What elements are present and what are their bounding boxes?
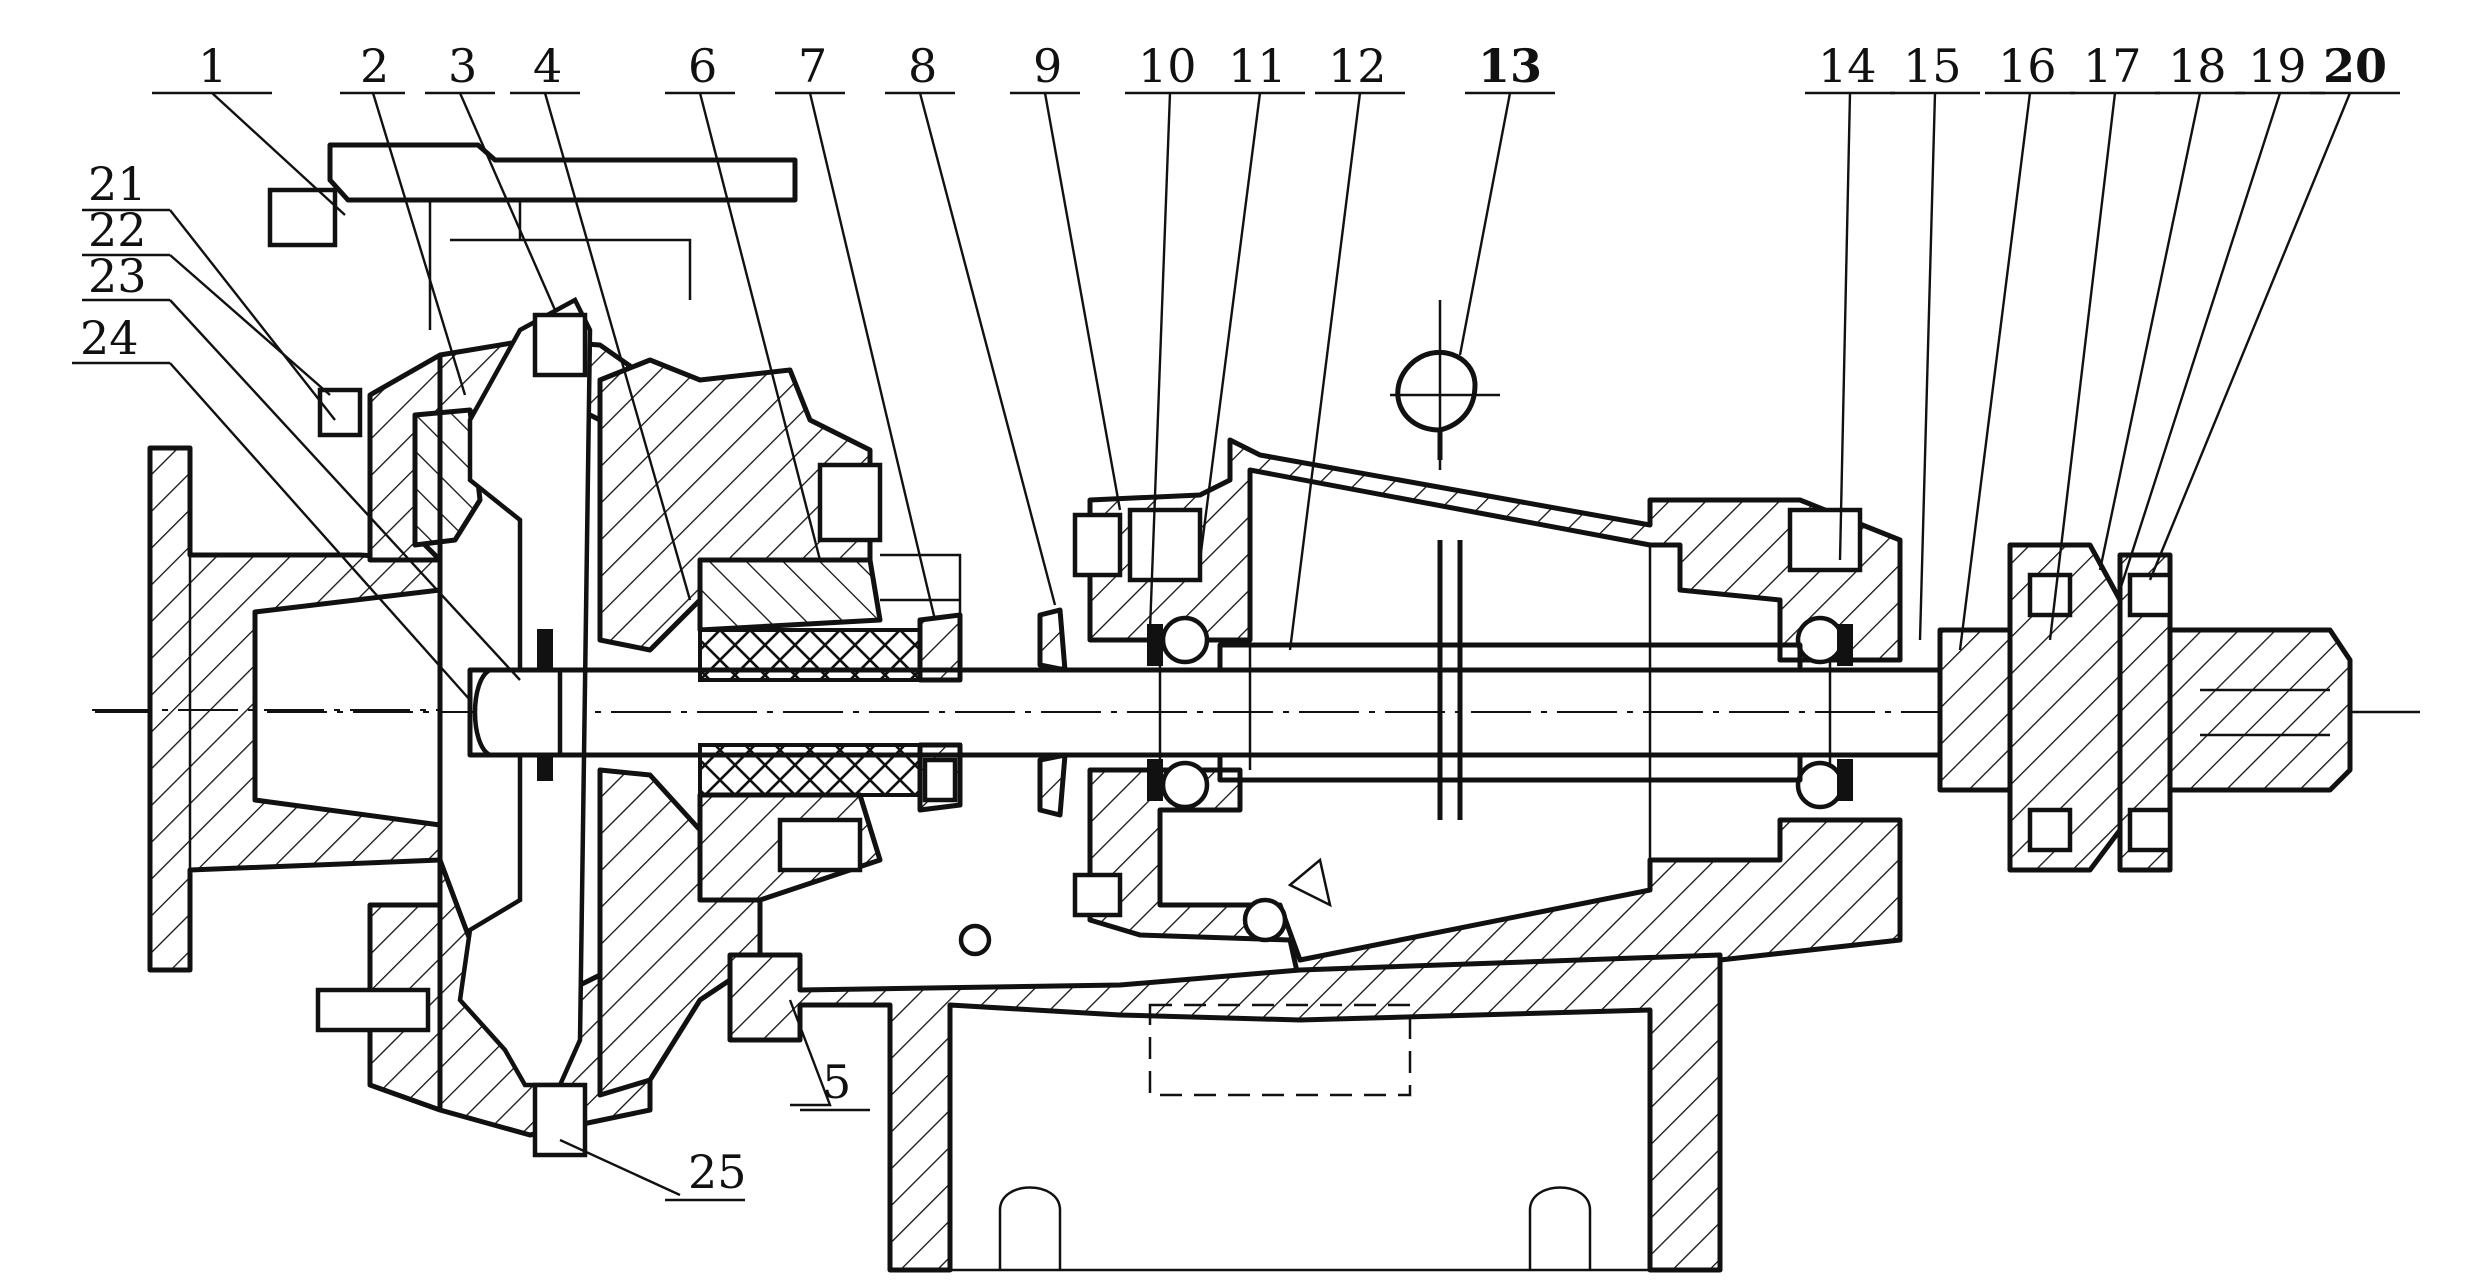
callout-12: 12 bbox=[1328, 39, 1387, 93]
coupling bbox=[1937, 542, 2420, 873]
callout-16: 16 bbox=[1998, 39, 2057, 93]
gland bbox=[917, 612, 963, 813]
callout-2: 2 bbox=[360, 39, 389, 93]
oil-pin bbox=[1437, 540, 1463, 820]
water-deflector bbox=[1037, 607, 1068, 818]
callout-20: 20 bbox=[2323, 39, 2387, 93]
callout-18: 18 bbox=[2168, 39, 2227, 93]
callout-17: 17 bbox=[2083, 39, 2142, 93]
callout-25: 25 bbox=[688, 1145, 747, 1199]
impeller bbox=[457, 296, 593, 1158]
callout-leaders-left bbox=[72, 208, 521, 701]
callout-9: 9 bbox=[1033, 39, 1062, 93]
callout-23: 23 bbox=[88, 249, 147, 303]
callout-leaders-bottom bbox=[559, 999, 870, 1202]
pump-cover bbox=[597, 357, 962, 1098]
callout-24: 24 bbox=[80, 311, 139, 365]
lifting-eye bbox=[1390, 300, 1500, 470]
callout-1: 1 bbox=[198, 39, 227, 93]
callout-3: 3 bbox=[448, 39, 477, 93]
callout-4: 4 bbox=[533, 39, 562, 93]
callout-8: 8 bbox=[908, 39, 937, 93]
callout-leaders-top bbox=[211, 92, 2352, 651]
callout-7: 7 bbox=[798, 39, 827, 93]
callout-19: 19 bbox=[2248, 39, 2307, 93]
callout-labels: 1 2 3 4 6 7 8 9 10 11 12 13 14 15 16 17 … bbox=[80, 39, 2387, 1199]
callout-6: 6 bbox=[688, 39, 717, 93]
callout-5: 5 bbox=[822, 1055, 851, 1109]
callout-15: 15 bbox=[1903, 39, 1962, 93]
callout-11: 11 bbox=[1228, 39, 1287, 93]
callout-14: 14 bbox=[1818, 39, 1877, 93]
callout-22: 22 bbox=[88, 203, 147, 257]
callout-13: 13 bbox=[1478, 39, 1542, 93]
callout-10: 10 bbox=[1138, 39, 1197, 93]
bearing-housing bbox=[1087, 437, 1903, 988]
spacer-sleeve-lower bbox=[1217, 752, 1803, 783]
support-base bbox=[727, 857, 1723, 1273]
spacer-sleeve bbox=[1217, 642, 1803, 673]
callout-21: 21 bbox=[88, 157, 147, 211]
bolts bbox=[315, 512, 1123, 1033]
suction-inlet bbox=[92, 445, 443, 973]
